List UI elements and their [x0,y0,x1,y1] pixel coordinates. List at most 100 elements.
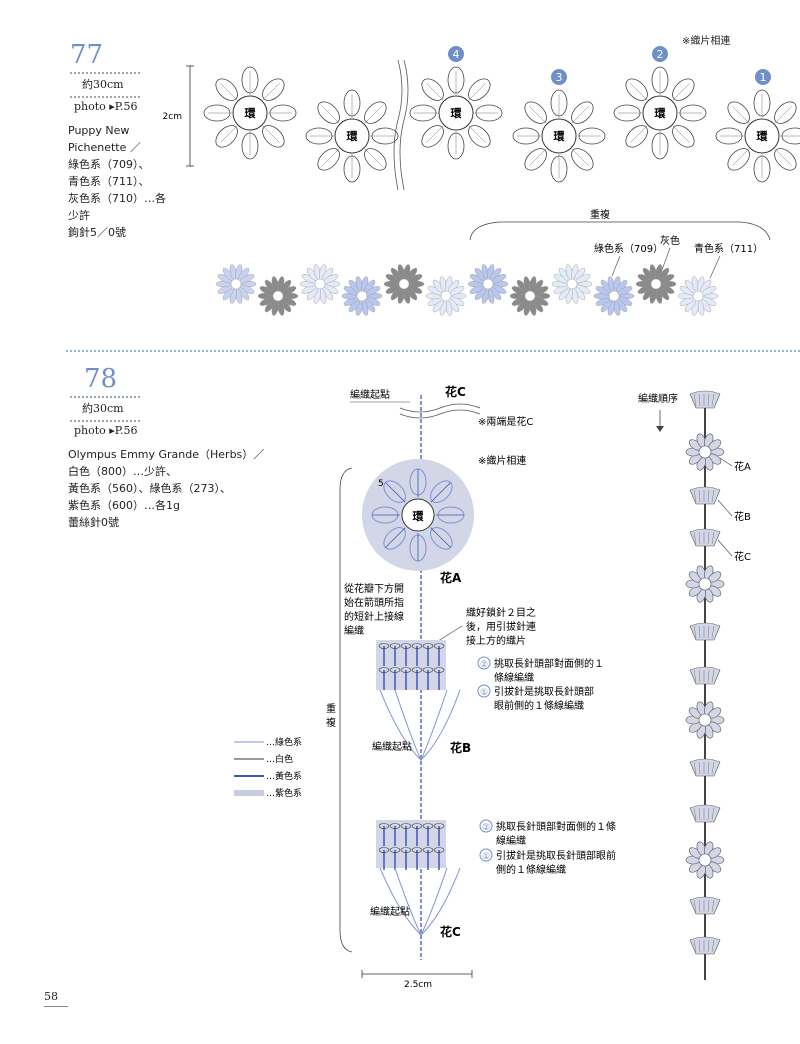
flower-b-background [376,640,446,690]
note-joined-77: ※織片相連 [682,36,731,47]
crochet-flower-diagram: 環 [715,89,800,183]
c-note2-line: 線編織 [496,834,526,847]
yarn-line: 蕾絲針0號 [68,516,119,529]
order-flower [689,528,721,547]
legend-label: …黃色系 [266,770,302,782]
yarn-line: 少許 [68,209,90,222]
color-flower [425,276,467,316]
width-label: 2.5cm [404,980,432,990]
yarn-line: 黃色系（560）、綠色系（273）、 [68,482,231,495]
crochet-flower-diagram: 環 [305,89,399,183]
legend-label: …白色 [266,753,293,765]
join-note-line: 後，用引拔針連 [466,620,536,633]
page-number-rule [44,1006,68,1007]
yarn-line: Pichenette ／ [68,141,141,154]
order-flower [689,758,721,777]
order-label: 花B [734,510,751,523]
color-flower [635,264,677,304]
start-label: 編織起點 [350,388,390,401]
order-marker: 4 [448,46,464,62]
flower-c-background [376,820,446,868]
ring-label: 環 [655,107,667,120]
circle-mark: ① [482,852,490,862]
flower-c-bottom-label: 花C [440,924,461,939]
side-note-line: 從花瓣下方開 [344,582,404,595]
side-note-line: 的短針上接線 [344,610,404,623]
color-flower [551,264,593,304]
crochet-flower-diagram: 環 [203,66,297,160]
order-marker: 3 [551,69,567,85]
divider [70,396,140,398]
color-flower [677,276,719,316]
svg-text:2: 2 [657,48,664,61]
join-note-line: 接上方的織片 [466,634,526,647]
flower-a-label: 花A [440,570,462,585]
photo-ref-78: photo ▸P.56 [74,424,138,437]
order-marker: 1 [755,69,771,85]
section-divider [66,350,800,352]
legend-label: …綠色系 [266,736,302,748]
note-join: ※織片相連 [478,454,526,467]
color-flower [383,264,425,304]
circle-mark: ① [480,688,488,698]
yarn-line: 灰色系（710）…各 [68,192,166,205]
color-flower [467,264,509,304]
start-c-label: 編織起點 [370,905,410,918]
b-note2-line: 條線編織 [494,671,534,684]
yarn-line: Olympus Emmy Grande（Herbs）／ [68,448,265,461]
yarn-line: 綠色系（709）、 [68,158,150,171]
color-flower [257,276,299,316]
repeat-label-78-top: 重 [326,702,336,715]
yarn-line: Puppy New [68,124,130,137]
ring-label: 環 [554,130,566,143]
yarn-line: 白色（800）…少許、 [68,465,177,478]
b-note1-line: 眼前側的１條線編織 [494,699,584,712]
dim-label-2cm: 2cm [163,112,182,122]
c-note1-line: 側的１條線編織 [496,863,566,876]
repeat-label-77: 重複 [590,208,610,221]
order-flower [689,666,721,685]
b-note2-line: 挑取長針頭部對面側的１ [494,657,604,670]
color-flower [593,276,635,316]
order-flower [685,841,725,879]
order-flower [689,622,721,641]
flower-c-label: 花C [445,384,466,399]
divider [70,72,140,74]
order-flower [685,433,725,471]
color-flower [215,264,257,304]
order-flower [689,804,721,823]
c-note2-line: 挑取長針頭部對面側的１條 [496,820,616,833]
order-flower [689,486,721,505]
yarn-line: 青色系（711）、 [68,175,150,188]
color-flower [341,276,383,316]
photo-ref-77: photo ▸P.56 [74,100,138,113]
round-number: 5 [378,479,384,489]
order-flower [685,565,725,603]
legend-label: …紫色系 [266,787,302,799]
yarn-info-77: Puppy New Pichenette ／ 綠色系（709）、 青色系（711… [68,122,198,241]
order-flower [689,896,721,915]
ring-label: 環 [347,130,359,143]
yarn-info-78: Olympus Emmy Grande（Herbs）／ 白色（800）…少許、 … [68,446,268,531]
order-marker: 2 [652,46,668,62]
length-77: 約30cm [82,78,124,91]
color-label: 青色系（711） [694,242,763,255]
ring-label: 環 [757,130,769,143]
start-b-label: 編織起點 [372,740,412,753]
divider [70,420,140,422]
svg-text:1: 1 [760,71,767,84]
svg-text:3: 3 [556,71,563,84]
join-note-line: 織好鎖針２目之 [466,606,536,619]
order-title: 編織順序 [638,392,678,405]
color-flower [509,276,551,316]
order-label: 花C [734,550,751,563]
circle-mark: ② [482,823,490,833]
flower-b-label: 花B [450,740,471,755]
color-label: 綠色系（709） [594,242,663,255]
c-note1-line: 引拔針是挑取長針頭部眼前 [496,849,616,862]
side-note-line: 始在箭頭所指 [344,596,404,609]
note-ends: ※兩端是花C [478,415,533,428]
repeat-label-78-bottom: 複 [326,716,336,729]
color-label: 灰色 [660,234,680,247]
